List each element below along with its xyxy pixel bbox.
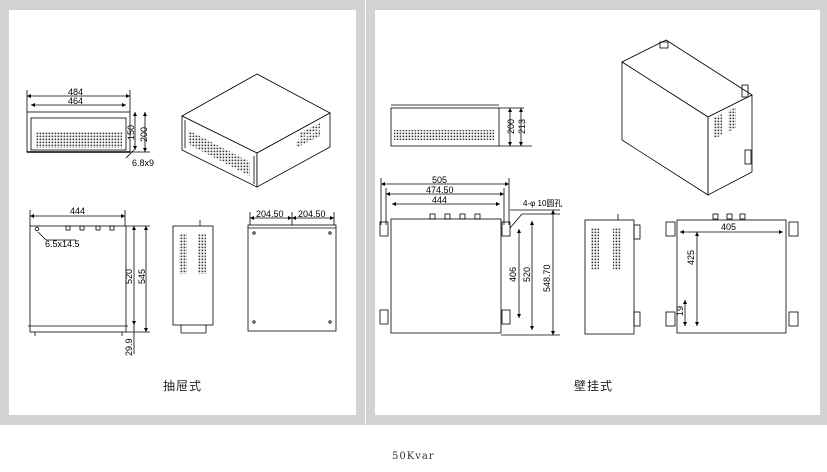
dim-484: 484 — [68, 87, 83, 97]
wall-rear-view — [665, 213, 799, 334]
wall-front-elevation — [379, 178, 560, 336]
right-panel — [375, 10, 820, 415]
dim-406: 406 — [508, 267, 518, 282]
dim-204-a: 204.50 — [256, 209, 284, 219]
left-panel — [9, 10, 356, 415]
drawer-front-view — [26, 90, 150, 159]
dim-548: 548.70 — [542, 264, 552, 292]
dim-hole-note: 4-φ 10圆孔 — [523, 199, 562, 208]
wall-isometric-view — [621, 39, 753, 196]
dim-425: 425 — [686, 250, 696, 265]
wall-side-view — [584, 214, 641, 335]
caption-drawer-type: 抽屉式 — [163, 379, 203, 393]
dim-545: 545 — [137, 269, 147, 284]
dim-474: 474.50 — [426, 185, 454, 195]
drawer-top-view — [247, 212, 337, 332]
dim-150: 150 — [126, 125, 136, 140]
drawer-isometric-view — [181, 73, 331, 188]
wall-front-view — [390, 104, 532, 147]
drawer-side-view — [172, 220, 214, 334]
dim-520: 520 — [124, 269, 134, 284]
dim-405: 405 — [721, 222, 736, 232]
model-label: 50Kvar — [392, 451, 435, 462]
dim-204-b: 204.50 — [298, 209, 326, 219]
dim-200: 200 — [139, 127, 149, 142]
dim-slot: 6.5x14.5 — [45, 239, 80, 249]
dim-19: 19 — [675, 306, 685, 316]
dim-wall-200: 200 — [506, 119, 516, 134]
dim-wall-520: 520 — [522, 267, 532, 282]
dim-wall-213: 213 — [517, 119, 527, 134]
drawer-front-elevation — [28, 210, 150, 354]
dim-wall-444: 444 — [432, 195, 447, 205]
dim-505: 505 — [432, 175, 447, 185]
dim-29: 29.9 — [124, 338, 134, 356]
caption-wall-type: 壁挂式 — [574, 379, 614, 393]
dim-444: 444 — [70, 206, 85, 216]
dim-hole: 6.8x9 — [132, 158, 154, 168]
dim-464: 464 — [68, 96, 83, 106]
